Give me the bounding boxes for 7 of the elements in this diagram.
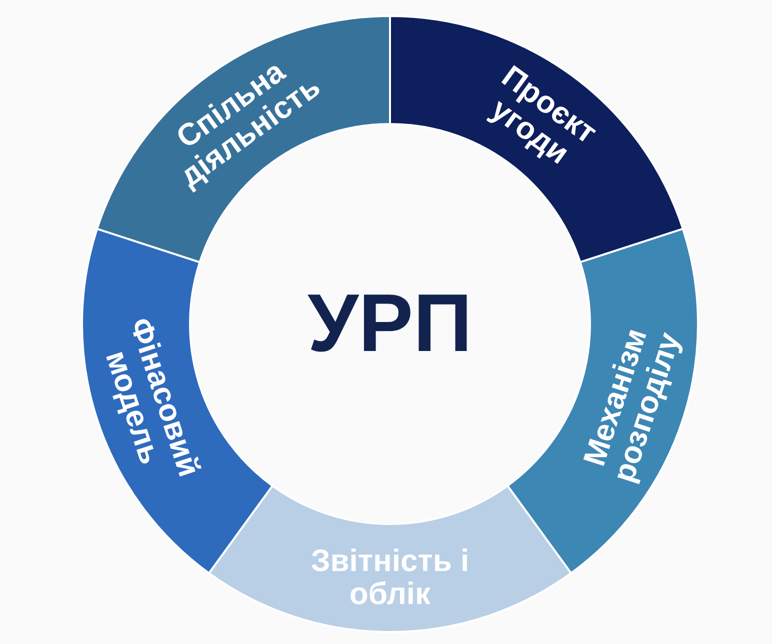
center-title: УРП: [308, 283, 472, 365]
ring-segment: [96, 15, 391, 264]
ring-segment: [82, 228, 274, 574]
ring-segment: [208, 484, 572, 633]
ring-segment: [506, 228, 698, 574]
ring-segment: [389, 15, 684, 264]
segment-label: Звітність і облік: [310, 545, 470, 611]
